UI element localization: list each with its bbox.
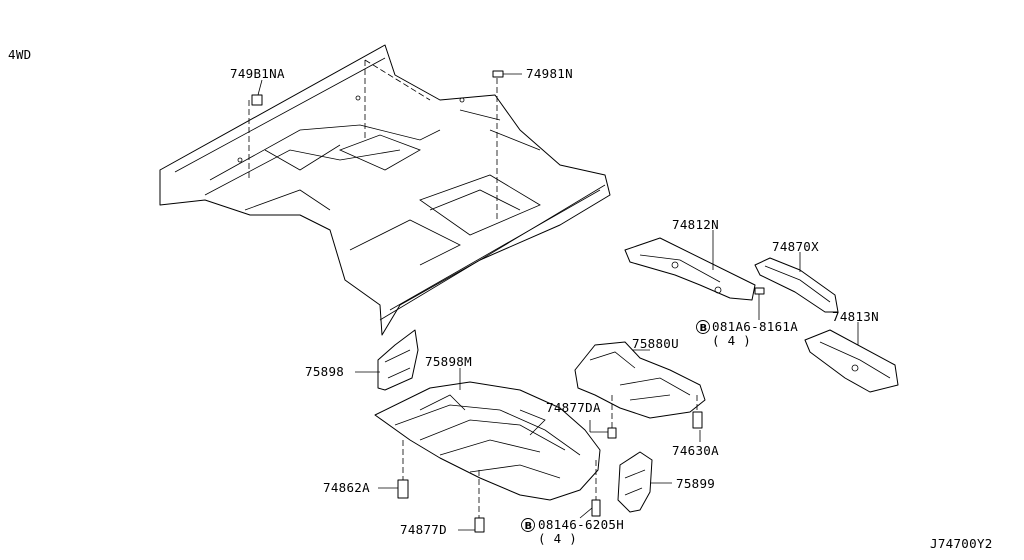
part-label-75898m: 75898M [425, 354, 472, 369]
bracket-74813n-illustration [804, 329, 899, 393]
cover-75880u-illustration [574, 341, 706, 419]
part-label-74862a: 74862A [323, 480, 370, 495]
bolt-spec-b-icon [521, 518, 535, 532]
clip-74981n-illustration [492, 70, 504, 78]
part-callout-08146-6205h: B 08146-6205H ( 4 ) [521, 517, 624, 546]
part-label-74877da: 74877DA [546, 400, 601, 415]
part-label-74812n: 74812N [672, 217, 719, 232]
clip-74981na-illustration [251, 94, 263, 106]
part-label-74877d: 74877D [400, 522, 447, 537]
part-label-75899: 75899 [676, 476, 715, 491]
part-label-74981n: 74981N [526, 66, 573, 81]
cover-75899-illustration [617, 451, 653, 513]
part-label-74870x: 74870X [772, 239, 819, 254]
bolt-74877da-illustration [607, 427, 617, 439]
bracket-74870x-illustration [754, 257, 839, 313]
clip-74877d-illustration [474, 517, 485, 533]
bolt-spec-b-icon [696, 320, 710, 334]
part-label-74813n: 74813N [832, 309, 879, 324]
bolt-spec-prefix: B [525, 521, 533, 532]
part-label-74630a: 74630A [672, 443, 719, 458]
bolt-081a6-illustration [754, 287, 765, 310]
part-label-08146-6205h: 08146-6205H [538, 517, 624, 532]
bolt-08146-illustration [591, 499, 601, 517]
leader-lines [257, 73, 859, 531]
cover-75898m-illustration [374, 381, 601, 501]
cover-75898-illustration [377, 329, 419, 391]
part-label-081a6-8161a: 081A6-8161A [712, 319, 798, 334]
part-qty-081a6-8161a: ( 4 ) [712, 333, 751, 348]
part-qty-08146-6205h: ( 4 ) [538, 531, 577, 546]
variant-label: 4WD [8, 47, 31, 62]
bracket-74812n-illustration [624, 237, 756, 301]
bolt-spec-prefix: B [700, 323, 708, 334]
part-callout-081a6-8161a: B 081A6-8161A ( 4 ) [696, 319, 798, 348]
bolt-74862a-illustration [397, 479, 409, 499]
part-label-749b1na: 749B1NA [230, 66, 285, 81]
part-label-75880u: 75880U [632, 336, 679, 351]
alignment-lines [248, 59, 698, 518]
floor-panel-illustration [159, 44, 611, 336]
part-label-75898: 75898 [305, 364, 344, 379]
bolt-74630a-illustration [692, 411, 703, 429]
diagram-code: J74700Y2 [930, 536, 993, 551]
